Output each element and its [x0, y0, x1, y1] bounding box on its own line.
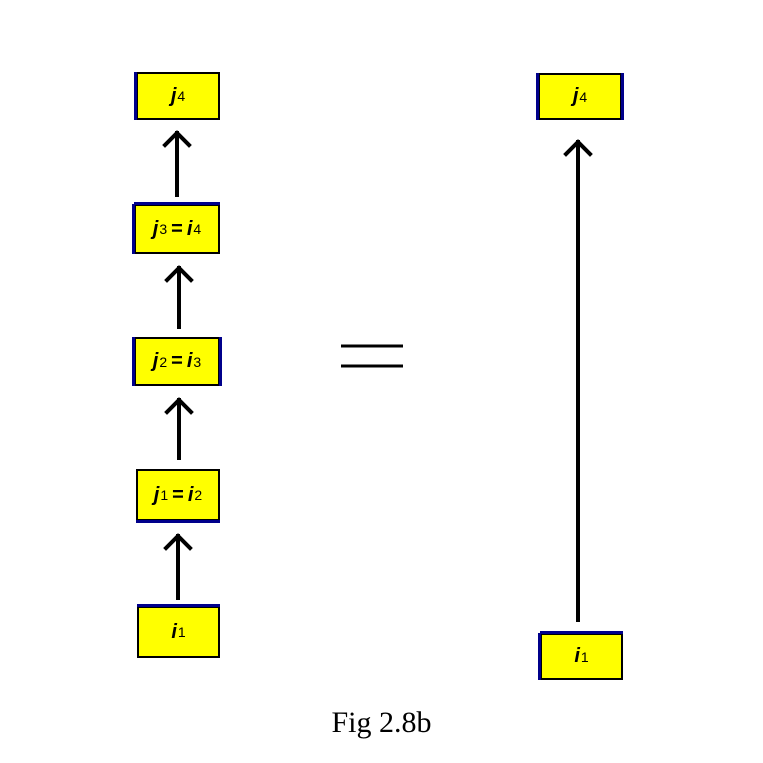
arrow-i1-to-j4-direct — [563, 139, 593, 622]
figure-caption: Fig 2.8b — [331, 706, 432, 739]
sub-4: 4 — [177, 88, 186, 104]
arrow-j3-to-j4 — [162, 130, 192, 197]
arrow-j1-to-j2 — [164, 397, 194, 460]
arrow-i1-to-j1 — [163, 533, 193, 600]
label-j: j — [170, 84, 177, 107]
equals-sign — [341, 344, 403, 368]
arrow-j2-to-j3 — [164, 265, 194, 329]
